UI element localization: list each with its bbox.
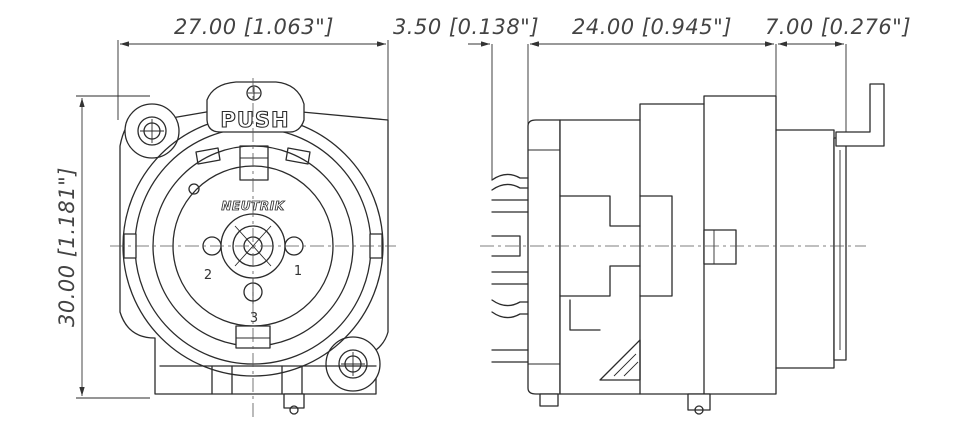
front-height-dimension: 30.00 [1.181"] xyxy=(55,95,150,399)
front-width-dimension: 27.00 [1.063"] xyxy=(117,15,389,120)
tail-depth-label: 7.00 [0.276"] xyxy=(765,15,911,39)
push-latch: PUSH xyxy=(206,81,305,133)
pin-label-3: 3 xyxy=(250,311,258,326)
body-depth-dimension: 24.00 [0.945"] xyxy=(530,15,774,47)
pin-depth-label: 3.50 [0.138"] xyxy=(393,15,539,39)
side-pins xyxy=(491,173,529,363)
pin-label-1: 1 xyxy=(294,264,302,279)
pin-depth-dimension: 3.50 [0.138"] xyxy=(393,15,552,47)
front-width-label: 27.00 [1.063"] xyxy=(174,15,334,39)
brand-label: NEUTRIK xyxy=(221,199,285,213)
side-view: 3.50 [0.138"] 24.00 [0.945"] 7.00 [0.276… xyxy=(393,15,911,415)
pin-label-2: 2 xyxy=(204,268,212,283)
body-depth-label: 24.00 [0.945"] xyxy=(572,15,732,39)
tail-depth-dimension: 7.00 [0.276"] xyxy=(765,15,911,47)
side-body xyxy=(559,95,835,395)
front-view: 27.00 [1.063"] 30.00 [1.181"] xyxy=(55,15,396,420)
push-label: PUSH xyxy=(220,108,289,132)
front-height-label: 30.00 [1.181"] xyxy=(55,167,79,327)
rear-solder-tail xyxy=(835,83,885,147)
side-flange xyxy=(527,119,561,395)
